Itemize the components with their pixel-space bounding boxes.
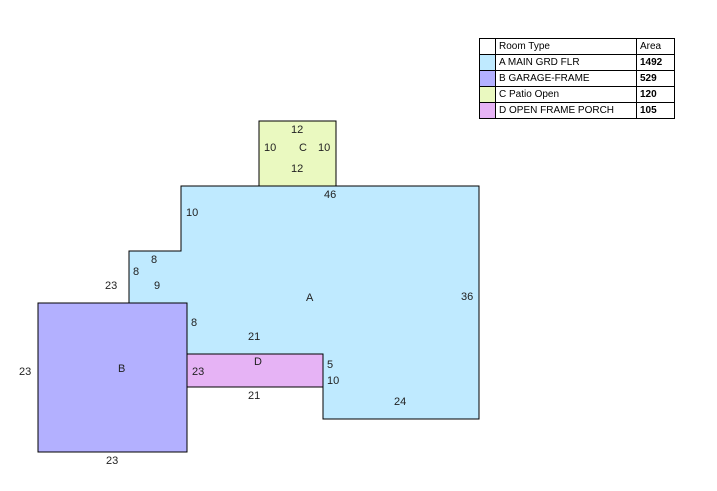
dim-b-top: 23: [105, 280, 117, 292]
dim-a-right: 36: [461, 291, 473, 303]
dim-a-top: 46: [324, 189, 336, 201]
legend-row: D OPEN FRAME PORCH 105: [479, 102, 675, 119]
room-c-shape: [258, 120, 337, 187]
dim-c-top: 12: [291, 124, 303, 136]
room-c-label: C: [299, 142, 307, 154]
dim-a-left-upper: 10: [186, 207, 198, 219]
room-b-shape: [37, 302, 188, 453]
legend-room-area: 105: [636, 102, 675, 119]
legend-header-area: Area: [636, 38, 675, 55]
dim-b-bottom: 23: [106, 455, 118, 467]
room-legend-table: Room Type Area A MAIN GRD FLR 1492 B GAR…: [479, 38, 675, 119]
dim-a-notch-top: 5: [327, 359, 333, 371]
legend-swatch: [479, 102, 496, 119]
dim-b-left: 23: [19, 366, 31, 378]
dim-a-notch-side: 10: [327, 375, 339, 387]
dim-a-step-top: 8: [151, 254, 157, 266]
legend-header-type: Room Type: [495, 38, 637, 55]
legend-header-swatch: [479, 38, 496, 55]
dim-c-right: 10: [318, 142, 330, 154]
dim-a-left-lower: 8: [191, 317, 197, 329]
legend-room-name: A MAIN GRD FLR: [495, 54, 637, 71]
dim-d-left: 23: [192, 366, 204, 378]
room-a-label: A: [306, 292, 314, 304]
room-d-label: D: [254, 356, 262, 368]
dim-a-porch-top: 21: [248, 331, 260, 343]
legend-room-area: 529: [636, 70, 675, 87]
room-b-label: B: [118, 363, 125, 375]
legend-swatch: [479, 70, 496, 87]
legend-swatch: [479, 54, 496, 71]
dim-c-left: 10: [264, 142, 276, 154]
legend-room-name: B GARAGE-FRAME: [495, 70, 637, 87]
legend-row: B GARAGE-FRAME 529: [479, 70, 675, 87]
dim-a-bottom: 24: [394, 396, 406, 408]
legend-row: C Patio Open 120: [479, 86, 675, 103]
dim-a-step-inner: 9: [154, 280, 160, 292]
dim-c-bottom: 12: [291, 163, 303, 175]
dim-d-bottom: 21: [248, 390, 260, 402]
legend-room-area: 120: [636, 86, 675, 103]
dim-a-step-left: 8: [133, 266, 139, 278]
legend-room-area: 1492: [636, 54, 675, 71]
legend-swatch: [479, 86, 496, 103]
legend-room-name: C Patio Open: [495, 86, 637, 103]
legend-header-row: Room Type Area: [479, 38, 675, 55]
legend-room-name: D OPEN FRAME PORCH: [495, 102, 637, 119]
legend-row: A MAIN GRD FLR 1492: [479, 54, 675, 71]
